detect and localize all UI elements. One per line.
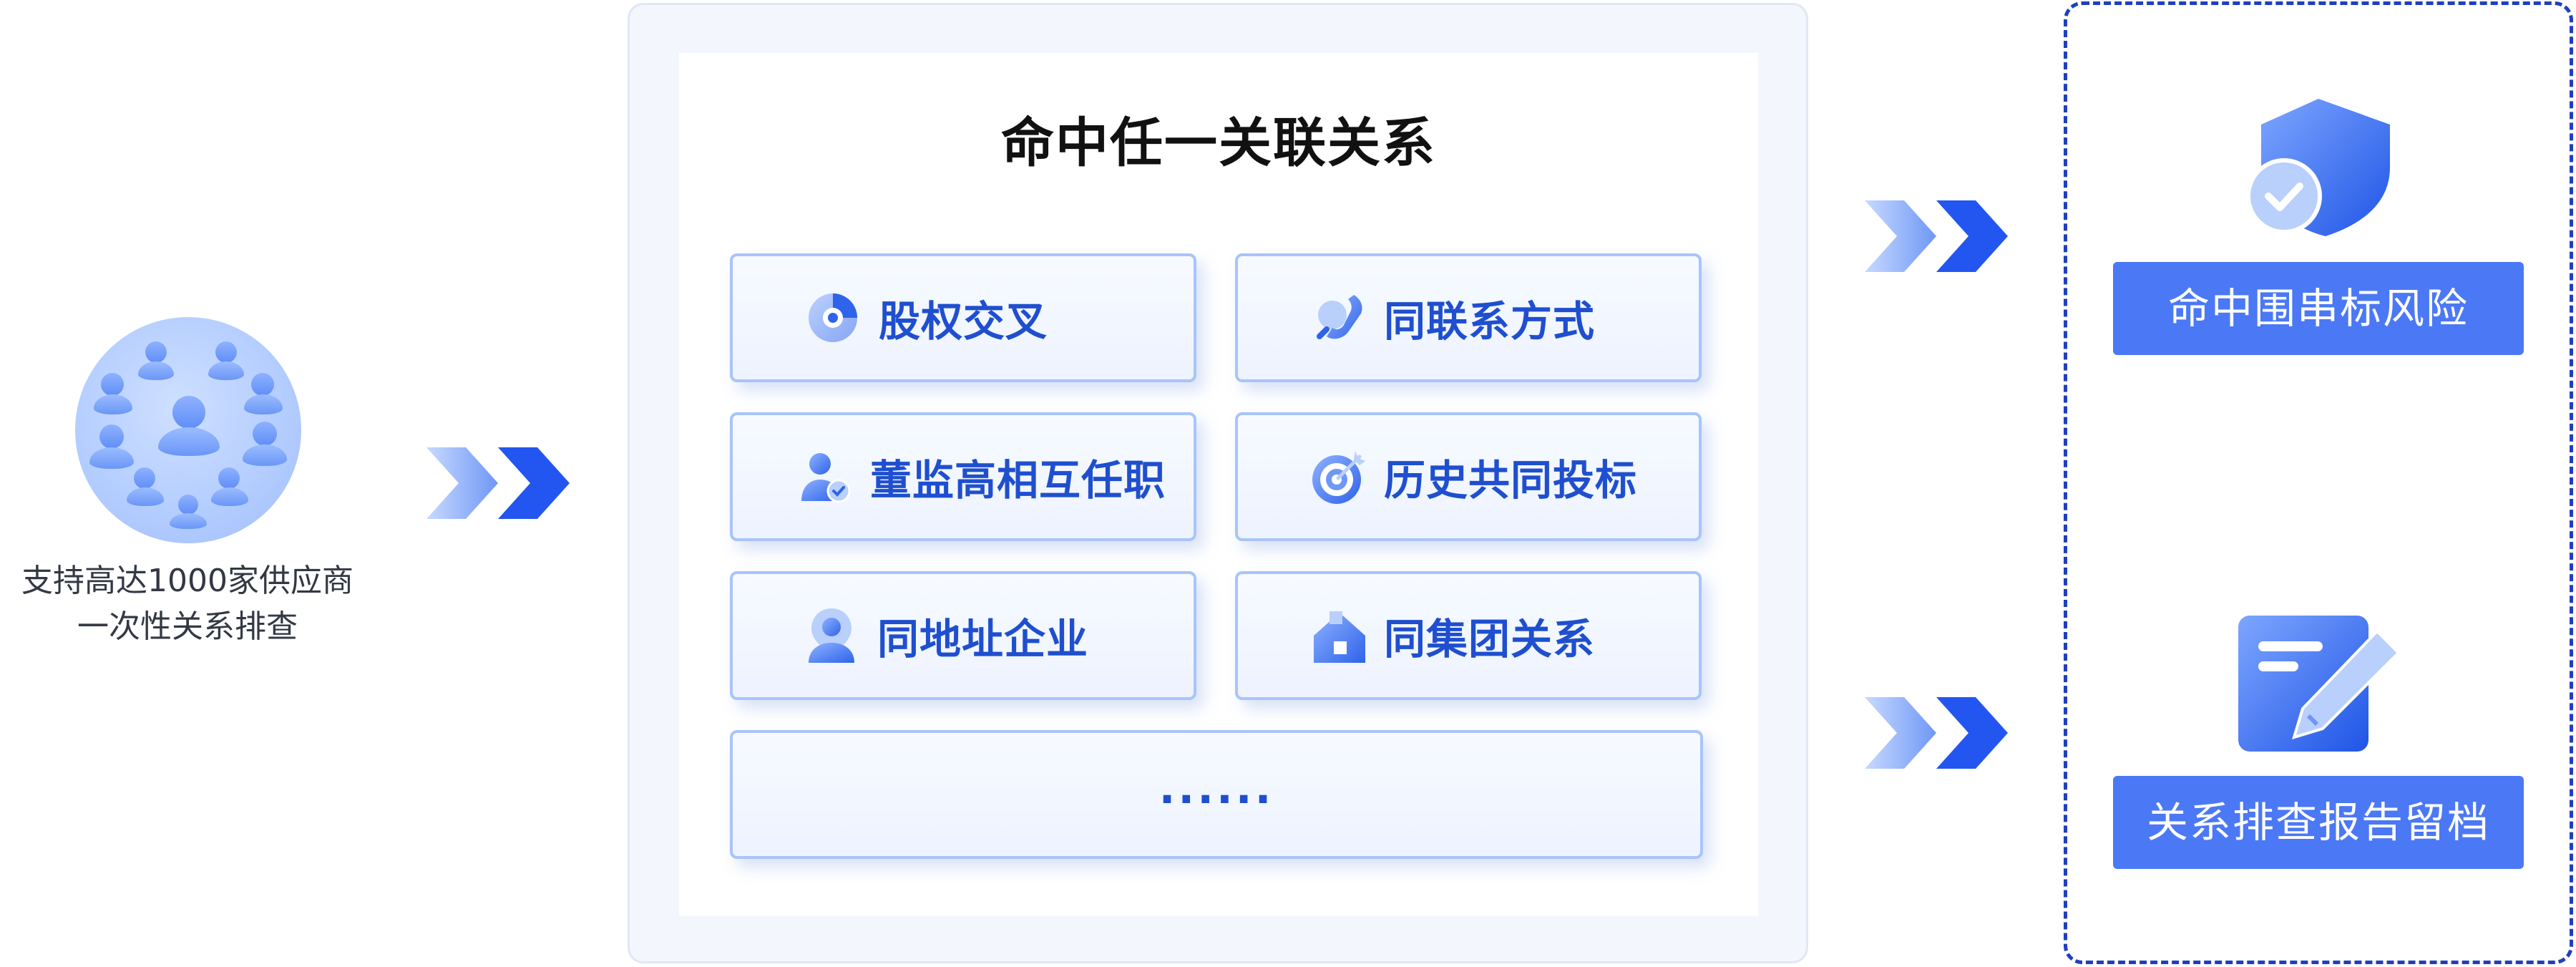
card-label: 同集团关系	[1384, 615, 1596, 664]
supplier-crowd-icon	[75, 317, 301, 543]
card-same-contact: 同联系方式	[1235, 253, 1702, 382]
result-region	[2064, 1, 2573, 964]
card-equity-cross: 股权交叉	[730, 253, 1196, 382]
card-label: 股权交叉	[879, 297, 1048, 346]
pie-chart-icon	[803, 288, 863, 348]
card-label: 同地址企业	[877, 615, 1089, 664]
supplier-caption-line2: 一次性关系排查	[77, 608, 298, 645]
card-label: 董监高相互任职	[870, 456, 1166, 505]
target-icon	[1309, 447, 1370, 507]
card-label: 同联系方式	[1384, 297, 1596, 346]
card-same-address: 同地址企业	[730, 571, 1196, 700]
card-label: 历史共同投标	[1384, 456, 1638, 505]
shield-check-icon	[2246, 99, 2390, 236]
card-cross-directorship: 董监高相互任职	[730, 412, 1196, 541]
location-person-icon	[801, 606, 862, 666]
report-edit-icon	[2238, 616, 2401, 752]
report-archive-button: 关系排查报告留档	[2113, 776, 2524, 869]
building-icon	[1309, 606, 1370, 666]
double-arrow-icon	[1865, 200, 2008, 272]
card-more: ......	[730, 730, 1703, 859]
card-joint-bidding: 历史共同投标	[1235, 412, 1702, 541]
double-arrow-icon	[1865, 697, 2008, 769]
card-same-group: 同集团关系	[1235, 571, 1702, 700]
more-ellipsis: ......	[1158, 764, 1274, 814]
double-arrow-icon	[426, 447, 570, 519]
bid-rigging-risk-button: 命中围串标风险	[2113, 262, 2524, 355]
supplier-caption-line1: 支持高达1000家供应商	[21, 563, 353, 599]
person-check-icon	[794, 447, 854, 507]
panel-title: 命中任一关联关系	[1001, 112, 1436, 174]
phone-icon	[1309, 288, 1370, 348]
